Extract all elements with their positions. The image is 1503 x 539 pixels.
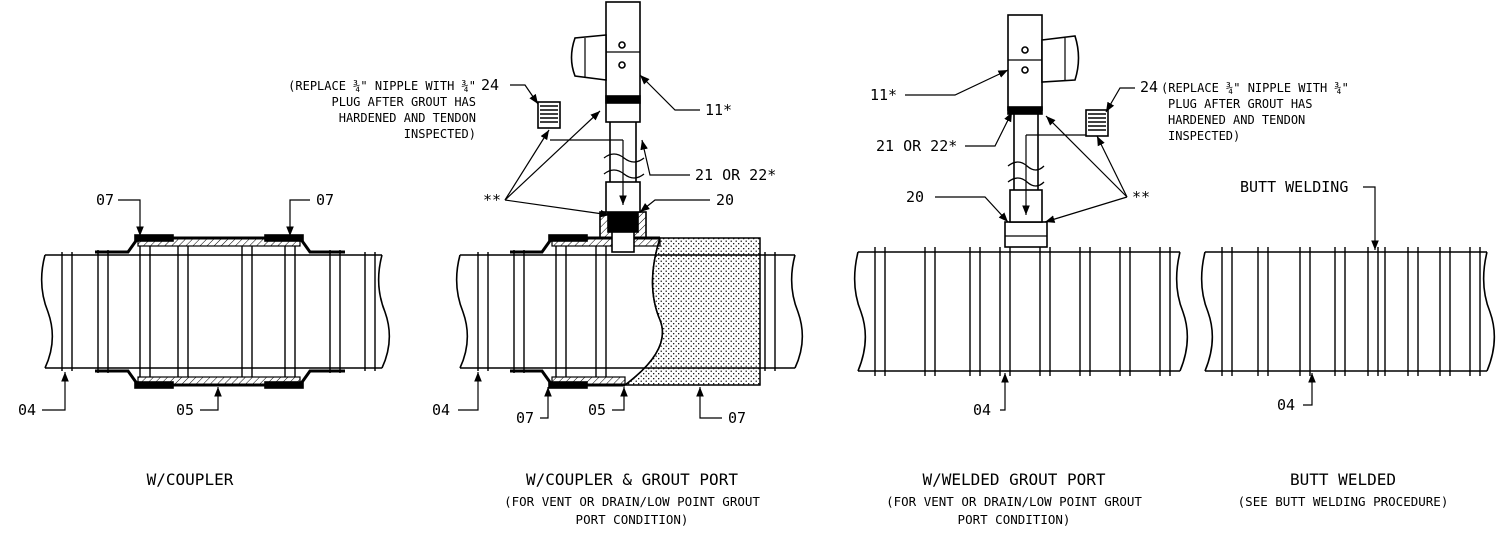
callout-p4-04: 04 (1277, 396, 1295, 414)
note-p2-line1: (REPLACE ¾" NIPPLE WITH ¾" (288, 79, 476, 93)
plug-p2 (537, 101, 561, 129)
caption-p4-title: BUTT WELDED (1290, 470, 1396, 489)
callout-p2-24: 24 (481, 76, 499, 94)
caption-p1-title: W/COUPLER (147, 470, 234, 489)
caption-p4-sub1: (SEE BUTT WELDING PROCEDURE) (1238, 494, 1449, 509)
panel-coupler-grout-port (455, 1, 804, 419)
caption-p3-sub2: PORT CONDITION) (958, 512, 1071, 527)
valve-p3 (1007, 14, 1080, 115)
callout-p2-21-22: 21 OR 22* (695, 166, 776, 184)
callout-p2-11: 11* (705, 101, 732, 119)
callout-p1-07-left: 07 (96, 191, 114, 209)
note-p3-line4: INSPECTED) (1168, 129, 1240, 143)
duct-p1 (40, 254, 391, 369)
duct-p3 (853, 251, 1189, 372)
coupler-p2 (510, 234, 661, 389)
callout-p3-24: 24 (1140, 78, 1158, 96)
note-p3-line3: HARDENED AND TENDON (1168, 113, 1305, 127)
note-p3-line1: (REPLACE ¾" NIPPLE WITH ¾" (1161, 81, 1349, 95)
note-p3-line2: PLUG AFTER GROUT HAS (1168, 97, 1313, 111)
panel-welded-grout-port (853, 14, 1189, 411)
vent-pipe-p3 (1007, 112, 1100, 223)
caption-p2-sub2: PORT CONDITION) (576, 512, 689, 527)
duct-ribs-p3 (874, 247, 1171, 376)
callout-p3-04: 04 (973, 401, 991, 419)
callout-p1-05: 05 (176, 401, 194, 419)
callout-p4-butt-welding: BUTT WELDING (1240, 178, 1348, 196)
duct-ribs-p4 (1221, 247, 1481, 376)
duct-p4 (1200, 251, 1496, 372)
duct-ribs-p2 (477, 246, 776, 377)
callout-p2-07a: 07 (516, 409, 534, 427)
leaders-p1 (42, 199, 310, 411)
vent-pipe-p2 (550, 122, 645, 213)
duct-p2 (455, 254, 804, 369)
callout-p3-21-22: 21 OR 22* (876, 137, 957, 155)
leaders-p4 (1303, 186, 1379, 406)
caption-p3-sub1: (FOR VENT OR DRAIN/LOW POINT GROUT (886, 494, 1142, 509)
note-p2-line4: INSPECTED) (404, 127, 476, 141)
captions: W/COUPLER W/COUPLER & GROUT PORT (FOR VE… (147, 470, 1449, 527)
caption-p2-sub1: (FOR VENT OR DRAIN/LOW POINT GROUT (504, 494, 760, 509)
callout-p1-04: 04 (18, 401, 36, 419)
caption-p3-title: W/WELDED GROUT PORT (922, 470, 1105, 489)
callout-p1-07-right: 07 (316, 191, 334, 209)
welded-port-p3 (1004, 221, 1048, 248)
grout-port-p2 (599, 211, 647, 253)
note-p2-line3: HARDENED AND TENDON (339, 111, 476, 125)
caption-p2-title: W/COUPLER & GROUT PORT (526, 470, 738, 489)
note-p2-line2: PLUG AFTER GROUT HAS (332, 95, 477, 109)
callout-p2-stars: ** (483, 191, 501, 209)
coupler-p1 (95, 234, 345, 389)
tape-wrap-p2 (622, 237, 761, 386)
callout-p2-04: 04 (432, 401, 450, 419)
callout-p2-05: 05 (588, 401, 606, 419)
callout-p3-20: 20 (906, 188, 924, 206)
callout-p3-11: 11* (870, 86, 897, 104)
panel-coupler (40, 199, 391, 411)
panel-butt-welded (1200, 186, 1496, 406)
callout-p3-stars: ** (1132, 188, 1150, 206)
callout-p2-07b: 07 (728, 409, 746, 427)
valve-p2 (570, 1, 641, 123)
leaders-p3 (905, 69, 1135, 411)
plug-p3 (1085, 109, 1109, 137)
leaders-p2 (458, 74, 722, 419)
duct-ribs-p1 (61, 246, 376, 377)
callout-p2-20: 20 (716, 191, 734, 209)
